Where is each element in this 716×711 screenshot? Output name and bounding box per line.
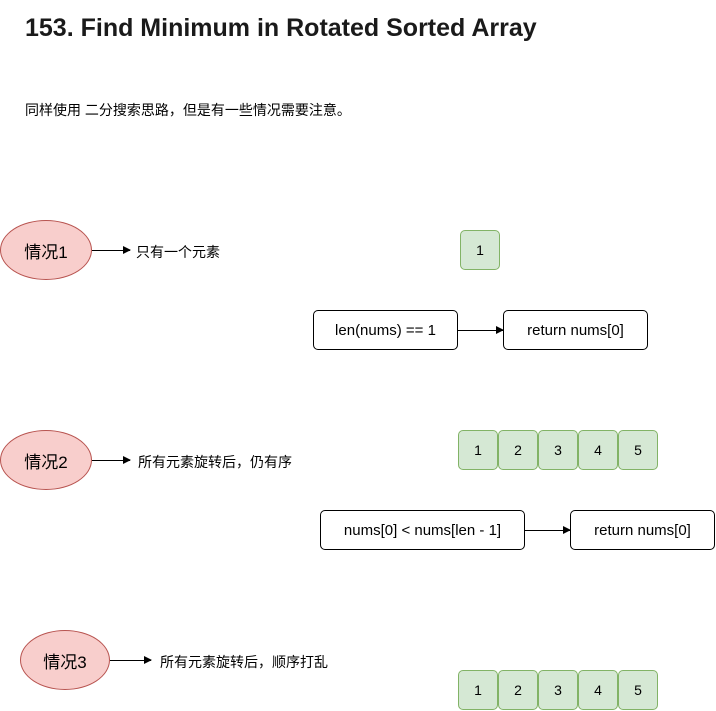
case-3-ellipse: 情况3 [20, 630, 110, 690]
cell-value: 5 [634, 442, 642, 458]
case-1-condition: len(nums) == 1 [335, 321, 436, 339]
cell-value: 2 [514, 682, 522, 698]
case-2-result: return nums[0] [594, 521, 691, 539]
case-3-arrow [110, 656, 152, 664]
case-1-label: 情况1 [24, 242, 68, 262]
case-3-array-cell: 2 [498, 670, 538, 710]
cell-value: 1 [476, 242, 484, 258]
case-1-arrow [92, 246, 131, 254]
case-3-array-cell: 4 [578, 670, 618, 710]
cell-value: 5 [634, 682, 642, 698]
case-2-array-cell: 2 [498, 430, 538, 470]
case-1-description: 只有一个元素 [136, 244, 220, 260]
case-2-condition: nums[0] < nums[len - 1] [343, 521, 502, 539]
case-1-condition-box: len(nums) == 1 [313, 310, 458, 350]
cell-value: 4 [594, 682, 602, 698]
intro-text: 同样使用 二分搜索思路，但是有一些情况需要注意。 [25, 102, 351, 118]
case-3-array-cell: 1 [458, 670, 498, 710]
case-2-arrow [92, 456, 131, 464]
case-1-ellipse: 情况1 [0, 220, 92, 280]
case-3-description: 所有元素旋转后，顺序打乱 [160, 654, 328, 670]
case-3-array-cell: 5 [618, 670, 658, 710]
case-2-array-cell: 5 [618, 430, 658, 470]
case-2-condition-arrow [525, 526, 571, 534]
case-1-condition-arrow [458, 326, 504, 334]
case-2-array-cell: 3 [538, 430, 578, 470]
case-2-label: 情况2 [24, 452, 68, 472]
case-3-label: 情况3 [43, 652, 87, 672]
cell-value: 1 [474, 682, 482, 698]
cell-value: 3 [554, 442, 562, 458]
page-title: 153. Find Minimum in Rotated Sorted Arra… [25, 14, 537, 42]
case-2-array-cell: 4 [578, 430, 618, 470]
case-2-result-box: return nums[0] [570, 510, 715, 550]
case-2-array-cell: 1 [458, 430, 498, 470]
case-2-condition-box: nums[0] < nums[len - 1] [320, 510, 525, 550]
case-3-array-cell: 3 [538, 670, 578, 710]
case-2-ellipse: 情况2 [0, 430, 92, 490]
case-1-array-cell: 1 [460, 230, 500, 270]
cell-value: 3 [554, 682, 562, 698]
case-1-result: return nums[0] [527, 321, 624, 339]
cell-value: 1 [474, 442, 482, 458]
case-1-result-box: return nums[0] [503, 310, 648, 350]
case-2-description: 所有元素旋转后，仍有序 [138, 454, 292, 470]
cell-value: 4 [594, 442, 602, 458]
cell-value: 2 [514, 442, 522, 458]
